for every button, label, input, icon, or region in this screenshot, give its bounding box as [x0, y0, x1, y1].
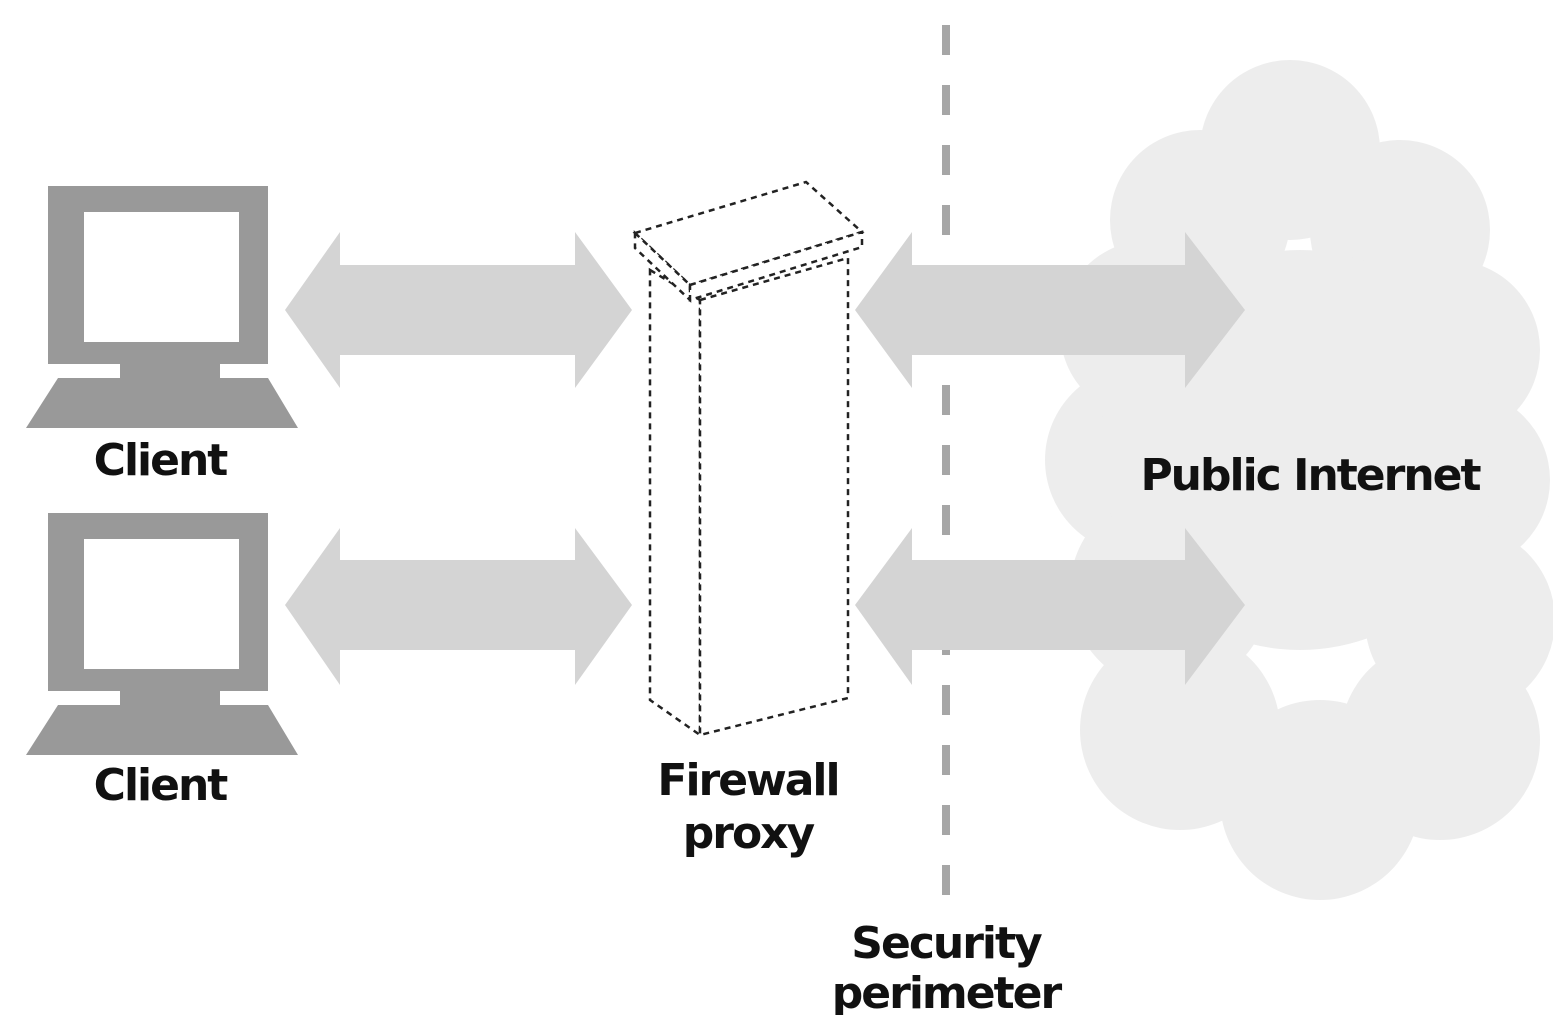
client-label: Client [94, 435, 229, 486]
proxy-internet-arrow-upper [855, 232, 1245, 388]
firewall-proxy-label: Firewall [657, 755, 838, 806]
proxy-internet-arrow-lower [855, 528, 1245, 685]
firewall-proxy-server-icon [632, 180, 865, 738]
client2-proxy-arrow [285, 528, 632, 685]
client1-proxy-arrow [285, 232, 632, 388]
security-perimeter-label: Security [851, 918, 1042, 969]
client-computer-icon [26, 186, 298, 428]
firewall-proxy-label: proxy [683, 808, 815, 859]
client-label: Client [94, 760, 229, 811]
security-perimeter-label: perimeter [832, 968, 1063, 1015]
client-computer-icon [26, 513, 298, 755]
public-internet-label: Public Internet [1140, 450, 1481, 501]
